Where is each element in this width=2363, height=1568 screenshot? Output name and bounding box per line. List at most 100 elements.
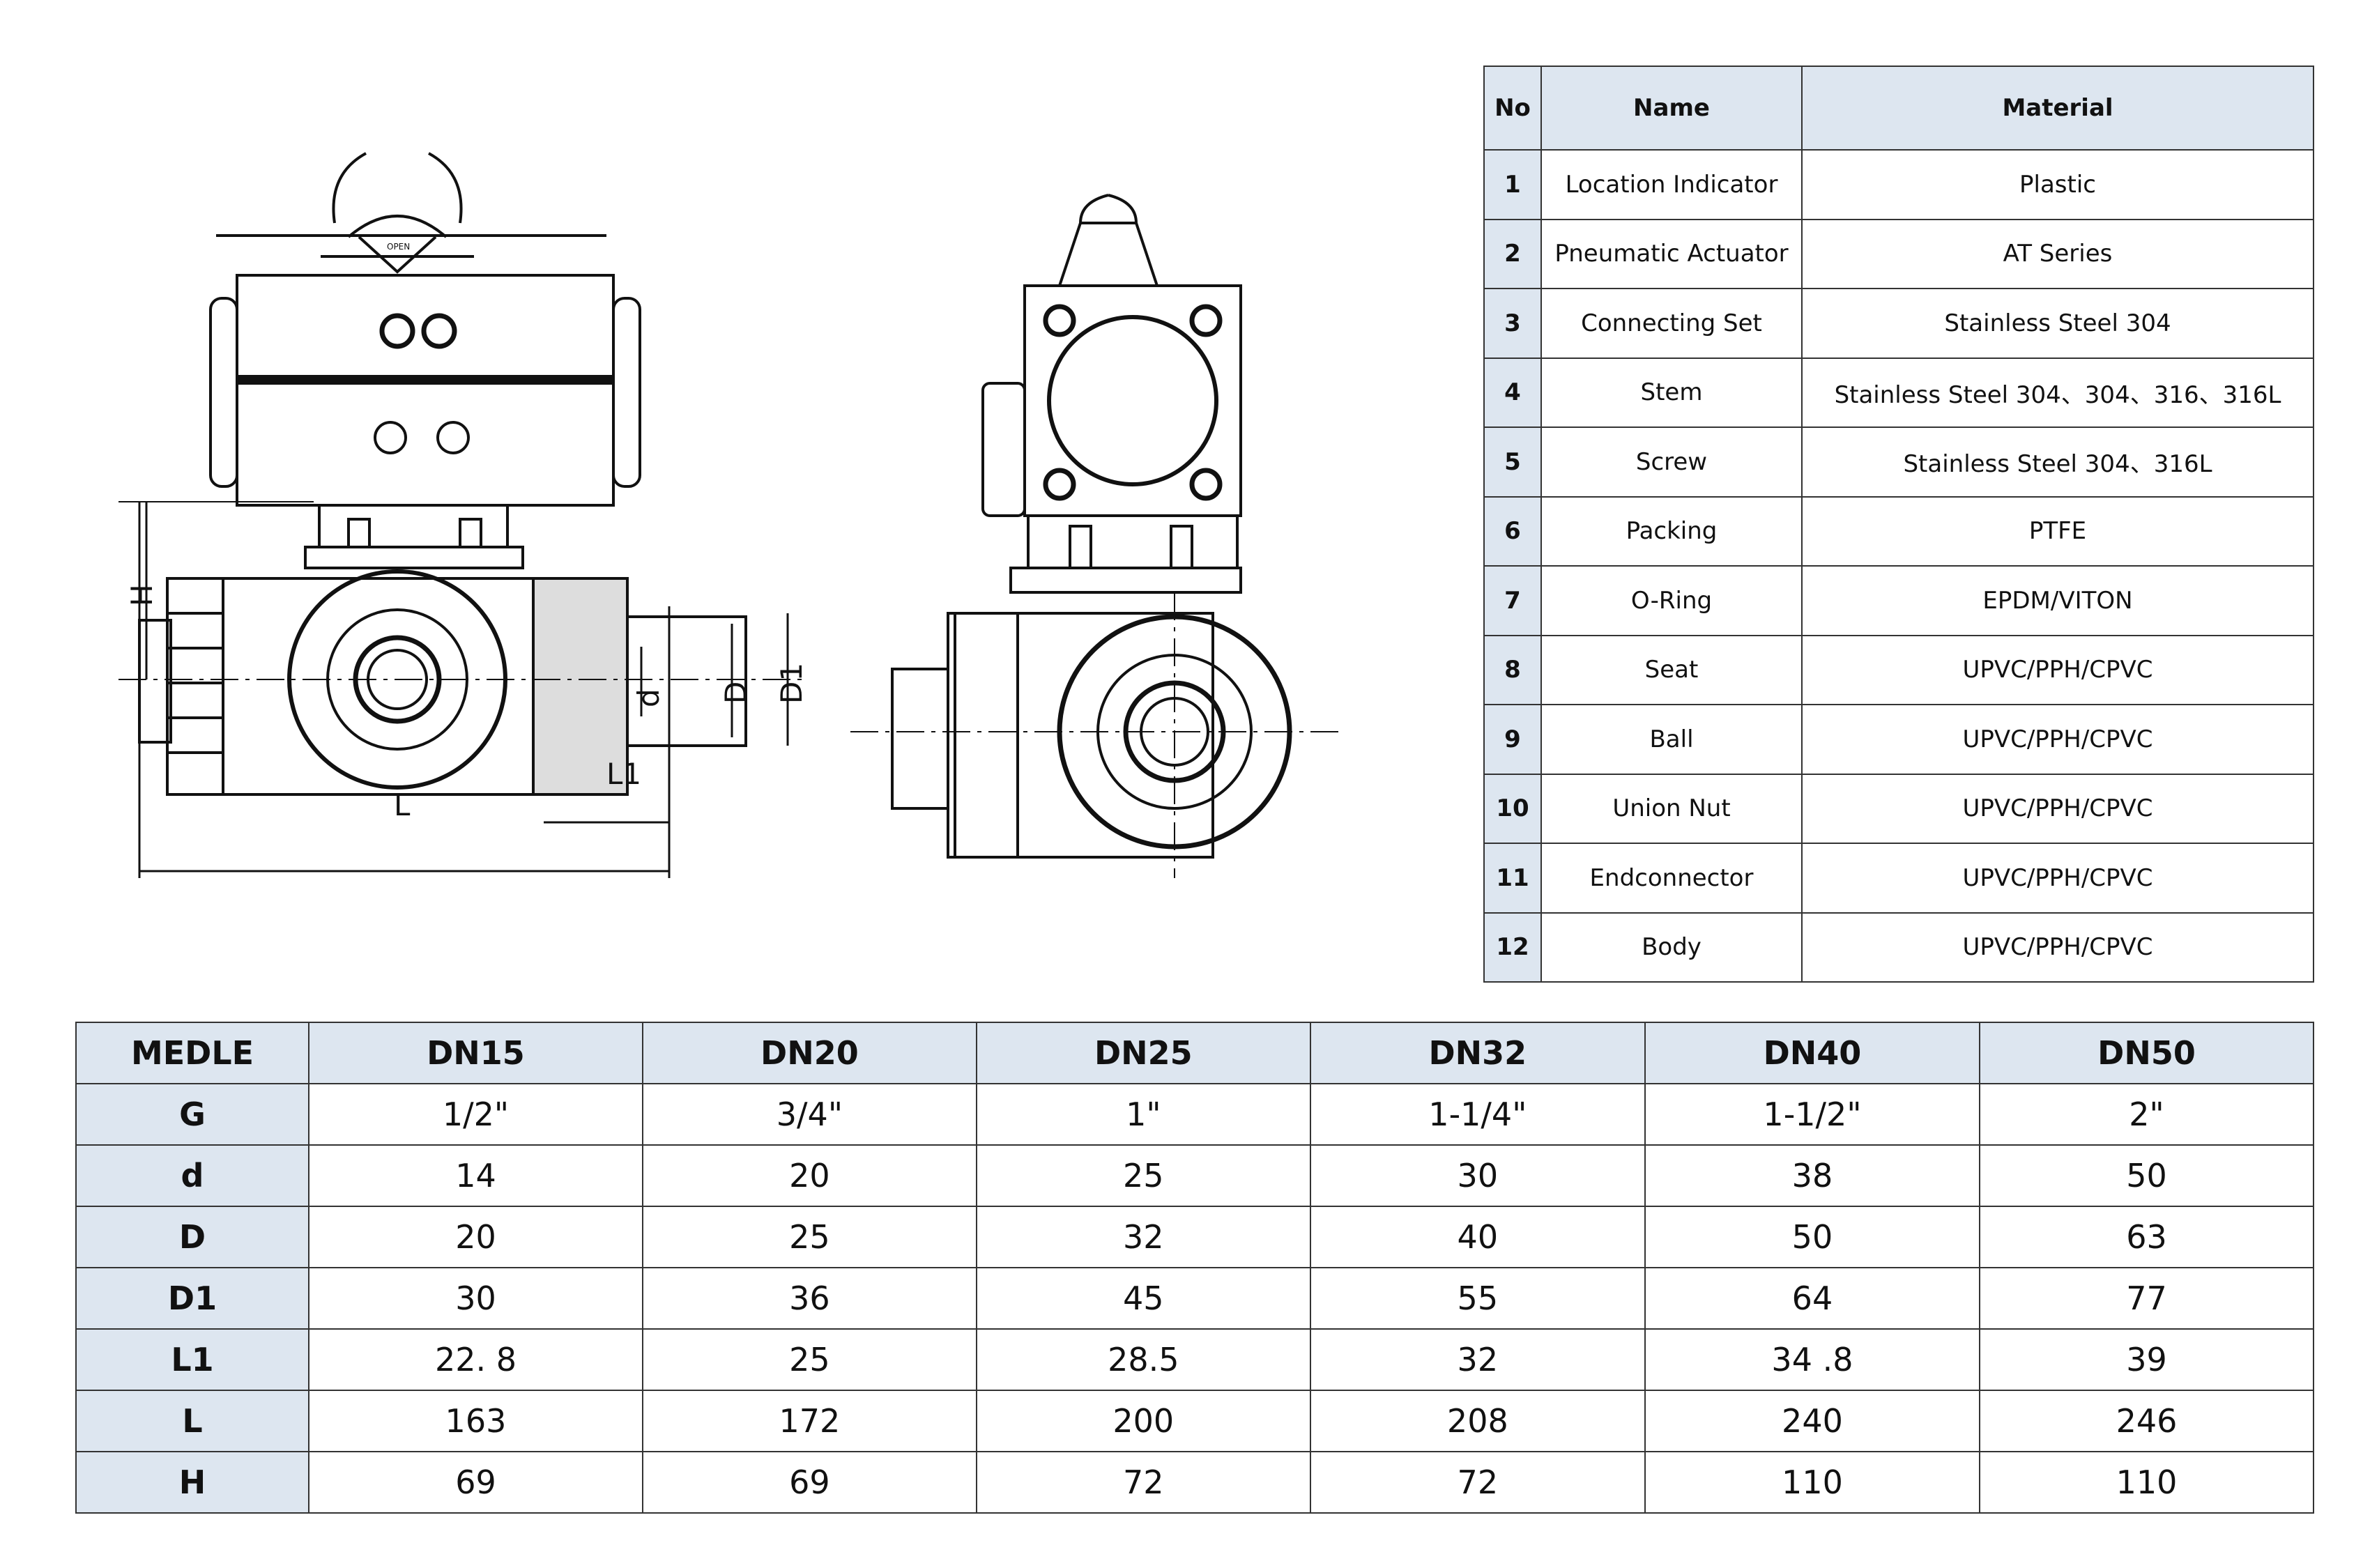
- row-material: Stainless Steel 304、304、316、316L: [1801, 357, 2314, 428]
- cell: 32: [975, 1206, 1311, 1268]
- cell: 50: [1979, 1144, 2314, 1207]
- bolt-left: [347, 518, 371, 548]
- row-label: D1: [75, 1267, 309, 1330]
- screw-tl: [1043, 304, 1076, 337]
- side-actuator-ring: [1047, 315, 1218, 486]
- side-indicator-top: [1078, 194, 1138, 224]
- row-name: Pneumatic Actuator: [1540, 218, 1803, 289]
- cell: 28.5: [975, 1328, 1311, 1391]
- side-indicator-body: [1057, 222, 1159, 287]
- header-corner: MEDLE: [75, 1022, 309, 1084]
- cell: 72: [1309, 1451, 1646, 1514]
- cell: 72: [975, 1451, 1311, 1514]
- side-bracket: [1027, 514, 1239, 569]
- row-no: 4: [1483, 357, 1542, 428]
- cell: 22. 8: [308, 1328, 643, 1391]
- row-no: 9: [1483, 704, 1542, 775]
- cell: 34 .8: [1644, 1328, 1981, 1391]
- row-no: 10: [1483, 773, 1542, 844]
- cell: 77: [1979, 1267, 2314, 1330]
- cell: 55: [1309, 1267, 1646, 1330]
- cell: 240: [1644, 1390, 1981, 1452]
- header-name: Name: [1540, 66, 1803, 151]
- screw-bl: [1043, 468, 1076, 501]
- row-no: 2: [1483, 218, 1542, 289]
- cell: 50: [1644, 1206, 1981, 1268]
- materials-header-row: No Name Material: [1483, 66, 2314, 151]
- side-bolt-right: [1170, 525, 1193, 569]
- cell: 38: [1644, 1144, 1981, 1207]
- actuator-right-cap: [612, 297, 641, 488]
- cell: 14: [308, 1144, 643, 1207]
- header-dn50: DN50: [1979, 1022, 2314, 1084]
- cell: 172: [641, 1390, 977, 1452]
- indicator-dome: [347, 215, 448, 238]
- row-material: Plastic: [1801, 149, 2314, 220]
- row-no: 8: [1483, 634, 1542, 705]
- cell: 20: [641, 1144, 977, 1207]
- label-H: H: [125, 584, 159, 606]
- row-name: Union Nut: [1540, 773, 1803, 844]
- row-material: Stainless Steel 304、316L: [1801, 426, 2314, 498]
- dims-header-row: MEDLE DN15 DN20 DN25 DN32 DN40 DN50: [75, 1022, 2314, 1084]
- row-name: Screw: [1540, 426, 1803, 498]
- cell: 45: [975, 1267, 1311, 1330]
- side-left-nut: [947, 612, 1019, 859]
- cell: 110: [1979, 1451, 2314, 1514]
- port-3: [374, 421, 407, 454]
- cell: 63: [1979, 1206, 2314, 1268]
- cell: 30: [1309, 1144, 1646, 1207]
- row-no: 6: [1483, 495, 1542, 567]
- row-no: 11: [1483, 843, 1542, 914]
- row-no: 5: [1483, 426, 1542, 498]
- screw-tr: [1189, 304, 1223, 337]
- row-no: 3: [1483, 288, 1542, 359]
- cell: 69: [641, 1451, 977, 1514]
- row-name: Stem: [1540, 357, 1803, 428]
- cell: 39: [1979, 1328, 2314, 1391]
- side-body: [954, 612, 1214, 859]
- cell: 200: [975, 1390, 1311, 1452]
- row-label: G: [75, 1083, 309, 1146]
- cell: 25: [975, 1144, 1311, 1207]
- screw-br: [1189, 468, 1223, 501]
- cell: 36: [641, 1267, 977, 1330]
- port-1: [379, 313, 415, 349]
- row-name: Location Indicator: [1540, 149, 1803, 220]
- row-material: Stainless Steel 304: [1801, 288, 2314, 359]
- row-material: UPVC/PPH/CPVC: [1801, 634, 2314, 705]
- label-L1: L1: [606, 757, 641, 791]
- side-flange: [1009, 567, 1242, 594]
- header-dn15: DN15: [308, 1022, 643, 1084]
- row-no: 1: [1483, 149, 1542, 220]
- bracket-flange: [304, 546, 524, 569]
- cell: 163: [308, 1390, 643, 1452]
- actuator-left-cap: [209, 297, 238, 488]
- row-material: UPVC/PPH/CPVC: [1801, 912, 2314, 983]
- cell: 30: [308, 1267, 643, 1330]
- row-no: 7: [1483, 565, 1542, 636]
- row-no: 12: [1483, 912, 1542, 983]
- side-actuator-box: [1023, 284, 1242, 517]
- cell: 69: [308, 1451, 643, 1514]
- cell: 25: [641, 1206, 977, 1268]
- side-view-drawing: [850, 194, 1338, 878]
- front-view-drawing: H L L1 d D D1 OPEN: [118, 152, 809, 878]
- label-L: L: [394, 788, 411, 822]
- bolt-right: [459, 518, 482, 548]
- row-name: Seat: [1540, 634, 1803, 705]
- cell: 208: [1309, 1390, 1646, 1452]
- actuator-body: [236, 274, 615, 507]
